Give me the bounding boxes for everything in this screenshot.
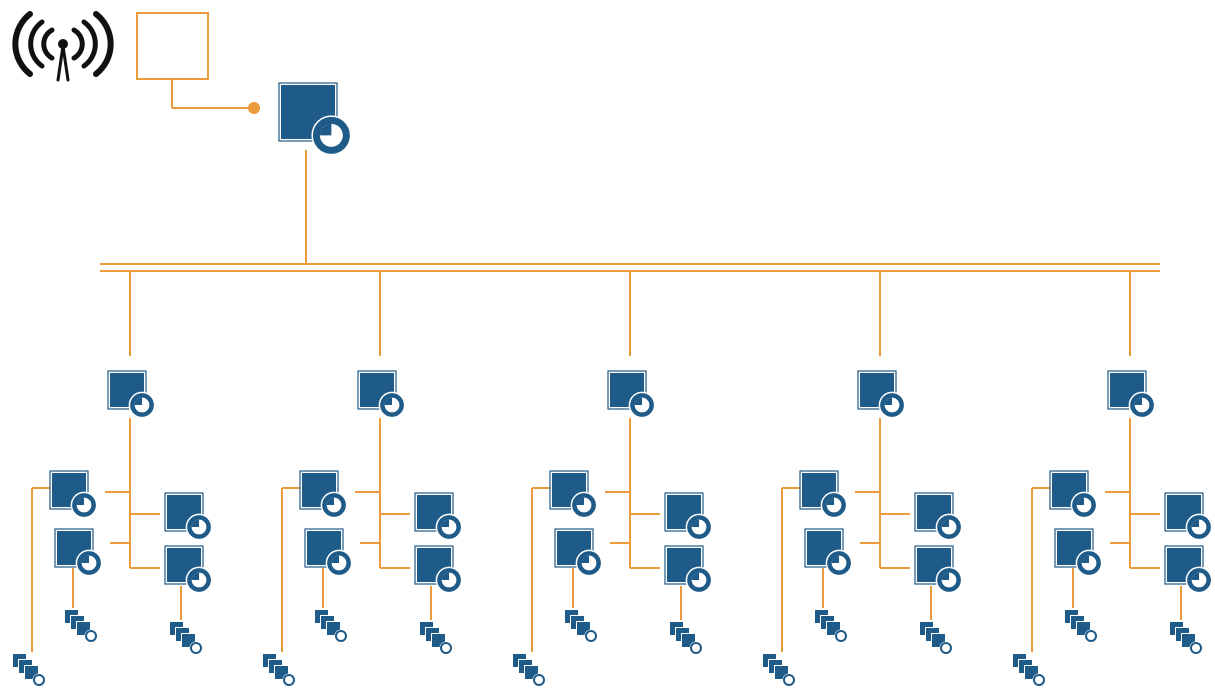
node-controller-icon xyxy=(1049,470,1098,519)
branch-controller-icon xyxy=(607,370,656,419)
node-controller-icon xyxy=(54,528,103,577)
node-controller-icon xyxy=(799,470,848,519)
node-controller-icon xyxy=(914,492,963,541)
connector-lines xyxy=(31,79,1182,652)
device-cluster-icon xyxy=(762,653,796,687)
device-cluster-icon xyxy=(12,653,46,687)
node-controller-icon xyxy=(1054,528,1103,577)
device-cluster-icon xyxy=(1169,621,1203,655)
node-controller-icon xyxy=(164,545,213,594)
device-cluster-icon xyxy=(1064,609,1098,643)
wireless-antenna-icon xyxy=(12,11,114,82)
device-cluster-icon xyxy=(419,621,453,655)
device-cluster-icon xyxy=(314,609,348,643)
connection-dot xyxy=(248,102,260,114)
branch-controller-icon xyxy=(357,370,406,419)
node-controller-icon xyxy=(1164,492,1213,541)
node-controller-icon xyxy=(299,470,348,519)
device-cluster-icon xyxy=(814,609,848,643)
root-controller-icon xyxy=(278,82,352,156)
node-controller-icon xyxy=(914,545,963,594)
node-controller-icon xyxy=(304,528,353,577)
node-controller-icon xyxy=(664,545,713,594)
device-cluster-icon xyxy=(169,621,203,655)
device-cluster-icon xyxy=(564,609,598,643)
node-controller-icon xyxy=(49,470,98,519)
node-controller-icon xyxy=(164,492,213,541)
node-controller-icon xyxy=(549,470,598,519)
node-controller-icon xyxy=(804,528,853,577)
device-cluster-icon xyxy=(64,609,98,643)
device-cluster-icon xyxy=(1012,653,1046,687)
device-cluster-icon xyxy=(262,653,296,687)
node-controller-icon xyxy=(664,492,713,541)
branch-controller-icon xyxy=(107,370,156,419)
node-controller-icon xyxy=(414,492,463,541)
node-controller-icon xyxy=(554,528,603,577)
gateway-box xyxy=(136,12,209,80)
device-icons xyxy=(12,82,1213,687)
device-cluster-icon xyxy=(512,653,546,687)
node-controller-icon xyxy=(1164,545,1213,594)
branch-controller-icon xyxy=(1107,370,1156,419)
device-cluster-icon xyxy=(919,621,953,655)
device-cluster-icon xyxy=(669,621,703,655)
node-controller-icon xyxy=(414,545,463,594)
branch-controller-icon xyxy=(857,370,906,419)
